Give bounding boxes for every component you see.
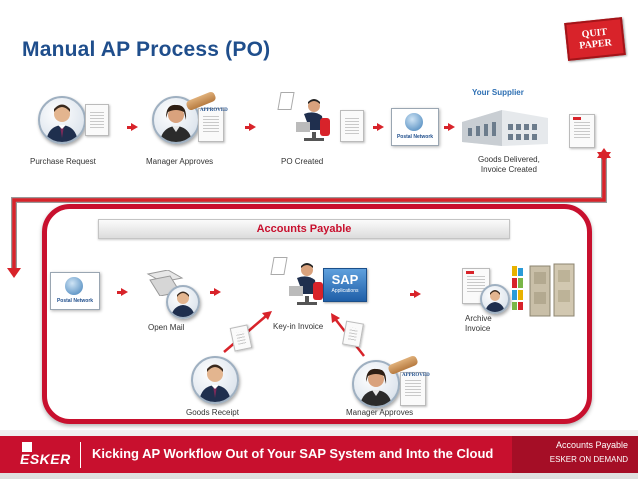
- approved-document: [198, 108, 224, 142]
- arrow-right-icon: [127, 123, 138, 131]
- sap-sub-label: Applications: [331, 288, 359, 294]
- approved-stamp-text: APPROVED: [200, 108, 228, 113]
- esker-brand: ESKER: [20, 451, 71, 467]
- sap-logo: SAP Applications: [323, 268, 367, 302]
- ap-manager-approves-label: Manager Approves: [346, 408, 414, 417]
- footer-tagline: Kicking AP Workflow Out of Your SAP Syst…: [92, 446, 494, 461]
- arrow-right-icon: [117, 288, 128, 296]
- arrow-right-icon: [410, 290, 421, 298]
- keyin-invoice-label: Key-in Invoice: [273, 322, 324, 331]
- postal-network-envelope-ap: Postal Network: [50, 272, 100, 310]
- arrow-right-icon: [444, 123, 455, 131]
- invoice-red-header: [573, 117, 581, 120]
- archive-line1: Archive: [465, 314, 492, 323]
- goods-delivered-line2: Invoice Created: [480, 165, 537, 174]
- archive-clerk-avatar: [480, 284, 510, 314]
- invoice-red-header: [466, 271, 474, 274]
- globe-icon: [65, 277, 83, 295]
- goods-delivered-line1: Goods Delivered,: [478, 155, 540, 164]
- accounts-payable-header-bar: Accounts Payable: [98, 219, 510, 239]
- arrow-right-icon: [210, 288, 221, 296]
- goods-receipt-label: Goods Receipt: [186, 408, 239, 417]
- down-arrow-icon: [597, 152, 611, 162]
- footer-right-line2: ESKER ON DEMAND: [549, 455, 628, 464]
- postal-network-label: Postal Network: [396, 134, 434, 140]
- esker-logo-mark: [22, 442, 32, 452]
- globe-icon: [405, 113, 423, 131]
- footer-divider: [80, 442, 81, 468]
- desk-worker-icon: [283, 262, 325, 306]
- accounts-payable-box: [42, 204, 592, 424]
- goods-delivered-label: Goods Delivered, Invoice Created: [478, 155, 540, 175]
- archive-line2: Invoice: [465, 324, 491, 333]
- esker-logo: ESKER: [16, 440, 82, 470]
- po-document: [340, 110, 364, 142]
- goods-receipt-avatar: [191, 356, 239, 404]
- manager-approves-label: Manager Approves: [146, 157, 214, 166]
- your-supplier-label: Your Supplier: [472, 88, 524, 97]
- open-mail-label: Open Mail: [148, 323, 185, 332]
- arrow-right-icon: [245, 123, 256, 131]
- page-title: Manual AP Process (PO): [22, 38, 271, 61]
- arrow-right-icon: [373, 123, 384, 131]
- accounts-payable-header: Accounts Payable: [256, 223, 352, 235]
- ap-approved-stamp-text: APPROVED: [402, 373, 430, 378]
- open-mail-clerk-avatar: [166, 285, 200, 319]
- postal-network-label-ap: Postal Network: [56, 298, 94, 304]
- po-created-label: PO Created: [281, 157, 324, 166]
- color-binders-icon: [512, 266, 528, 310]
- desk-worker-icon: [290, 98, 332, 142]
- purchase-request-document: [85, 104, 109, 136]
- ap-approved-document: [400, 372, 426, 406]
- sap-label: SAP: [331, 272, 359, 287]
- postal-network-envelope: Postal Network: [391, 108, 439, 146]
- filing-cabinet-icon: [528, 262, 578, 318]
- supplier-building-icon: [462, 104, 548, 146]
- footer-right-line1: Accounts Payable: [555, 440, 628, 450]
- purchase-request-label: Purchase Request: [30, 157, 96, 166]
- footer-right-panel: [512, 436, 638, 473]
- archive-invoice-label: Archive Invoice: [465, 314, 492, 334]
